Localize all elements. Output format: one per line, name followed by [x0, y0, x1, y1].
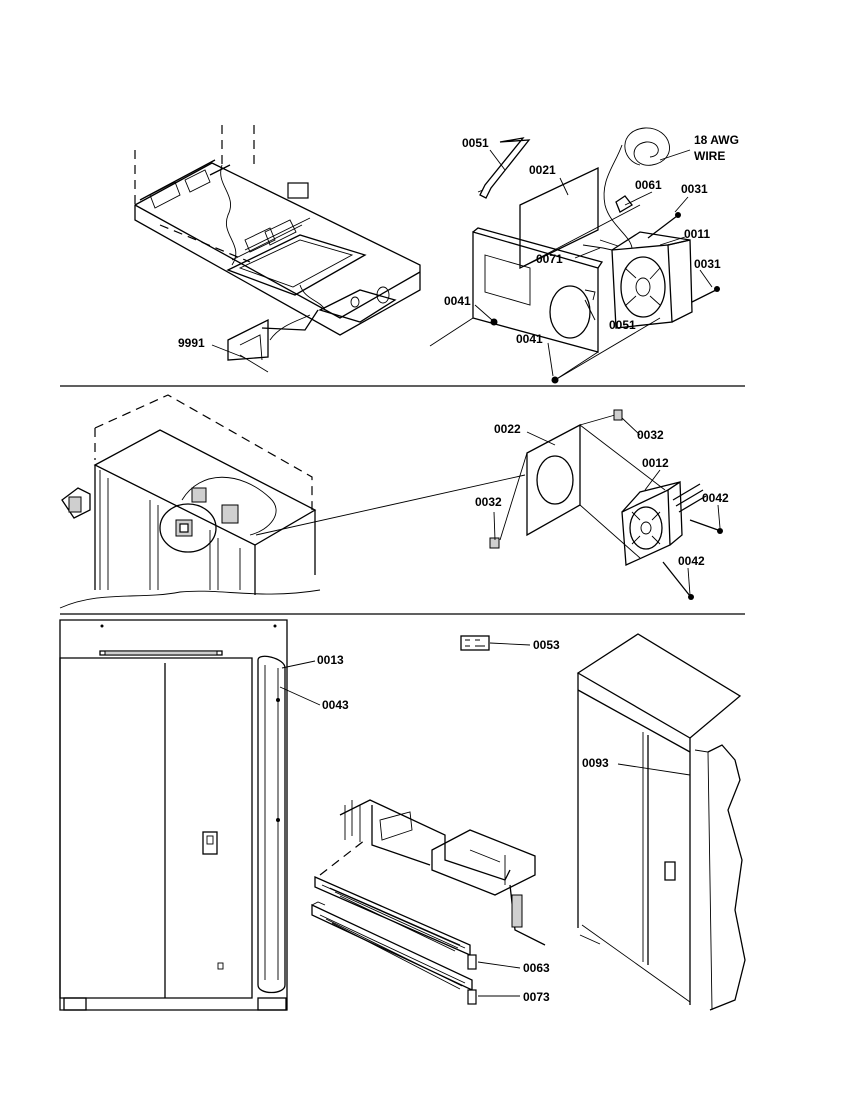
label-0012: 0012 — [642, 456, 669, 470]
component-0053 — [460, 635, 490, 651]
label-0032-left: 0032 — [475, 495, 502, 509]
fan-assembly-exploded — [429, 127, 720, 384]
label-0043: 0043 — [322, 698, 349, 712]
label-wire-gauge: 18 AWG — [694, 133, 739, 147]
refrigerator-front-perspective — [576, 633, 746, 1011]
label-0071: 0071 — [536, 252, 563, 266]
label-0063: 0063 — [523, 961, 550, 975]
label-0073: 0073 — [523, 990, 550, 1004]
label-0051-strip: 0051 — [462, 136, 489, 150]
label-0031-top: 0031 — [681, 182, 708, 196]
label-0051-clip: 0051 — [609, 318, 636, 332]
leader-lines — [211, 149, 721, 997]
label-0011: 0011 — [684, 227, 710, 241]
label-0031-bottom: 0031 — [694, 257, 721, 271]
label-0061: 0061 — [635, 178, 662, 192]
fan-unit-exploded — [489, 409, 723, 600]
label-0041-left: 0041 — [444, 294, 471, 308]
label-0042-right: 0042 — [702, 491, 729, 505]
label-0021: 0021 — [529, 163, 556, 177]
label-wire: WIRE — [694, 149, 725, 163]
label-0032-top: 0032 — [637, 428, 664, 442]
cabinet-perspective-view — [59, 394, 526, 609]
label-0093: 0093 — [582, 756, 609, 770]
label-0053: 0053 — [533, 638, 560, 652]
label-0022: 0022 — [494, 422, 521, 436]
label-0042-bottom: 0042 — [678, 554, 705, 568]
label-9991: 9991 — [178, 336, 205, 350]
label-0013: 0013 — [317, 653, 344, 667]
refrigerator-rear-view — [59, 619, 288, 1011]
cabinet-top-assembly — [134, 125, 421, 373]
kickplate-assembly — [311, 799, 546, 1005]
label-0041-bottom: 0041 — [516, 332, 543, 346]
